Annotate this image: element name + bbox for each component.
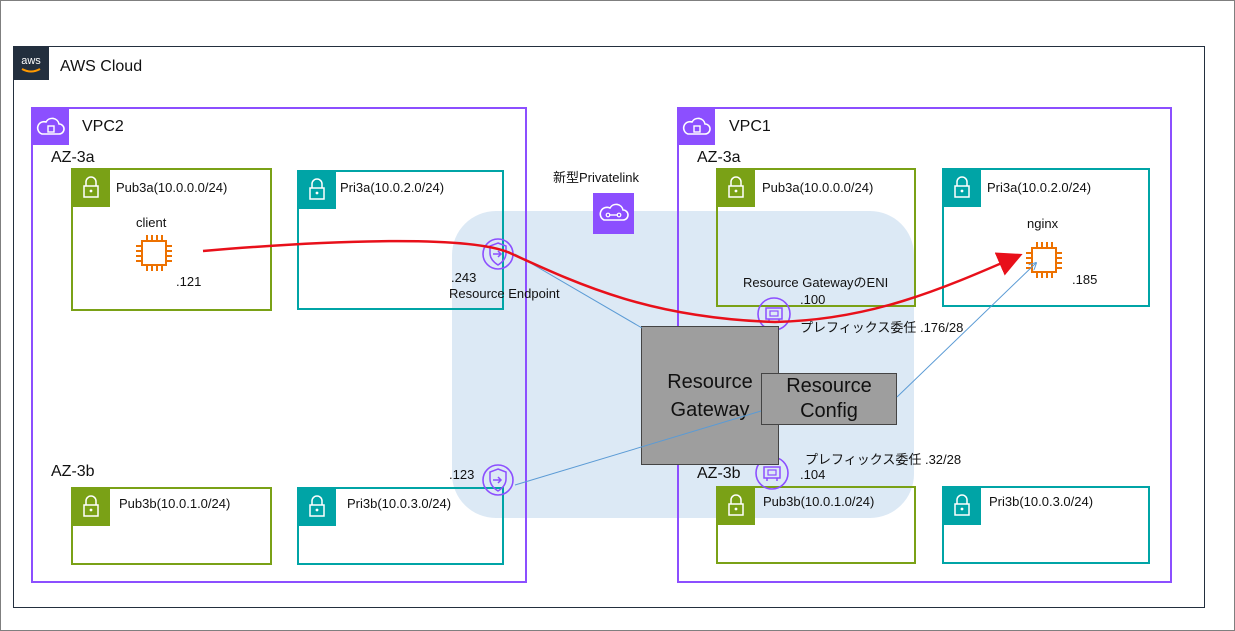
aws-logo: aws bbox=[13, 46, 49, 80]
endpoint-a-to-gateway-line bbox=[514, 253, 643, 329]
endpoint-b-to-config-line bbox=[514, 410, 762, 486]
vpc2-pub3b-subnet bbox=[71, 487, 272, 565]
traffic-flow-arrow bbox=[202, 239, 1023, 324]
vpc2-pri3b-subnet bbox=[297, 487, 504, 565]
vpc1-az-3b-label: AZ-3b bbox=[697, 465, 741, 482]
vpc2-group bbox=[31, 107, 527, 583]
lock-icon bbox=[943, 487, 981, 525]
prefix-delegation-b: プレフィックス委任 .32/28 bbox=[805, 452, 962, 467]
lock-icon bbox=[72, 169, 110, 207]
lock-icon bbox=[298, 488, 336, 526]
privatelink-label: 新型Privatelink bbox=[553, 170, 639, 185]
lock-icon bbox=[72, 488, 110, 526]
vpc1-pri3a-label: Pri3a(10.0.2.0/24) bbox=[987, 180, 1092, 195]
vpc1-az-3a-label: AZ-3a bbox=[697, 149, 741, 166]
svg-text:aws: aws bbox=[21, 55, 41, 67]
ec2-chip-icon bbox=[134, 233, 174, 273]
vpc1-pri3b-subnet bbox=[942, 486, 1150, 564]
vpc1-pub3a-label: Pub3a(10.0.0.0/24) bbox=[762, 180, 874, 195]
endpoint-shield-icon bbox=[481, 463, 515, 497]
ec2-chip-icon bbox=[1024, 240, 1064, 280]
vpc2-title: VPC2 bbox=[82, 118, 124, 135]
nginx-ip: .185 bbox=[1072, 272, 1098, 287]
vpc1-pri3b-label: Pri3b(10.0.3.0/24) bbox=[989, 494, 1094, 509]
vpc2-pri3b-label: Pri3b(10.0.3.0/24) bbox=[347, 496, 452, 511]
vpc-cloud-icon bbox=[33, 109, 69, 145]
resource-gateway-line1: Resource bbox=[667, 370, 753, 393]
vpc2-pub3a-label: Pub3a(10.0.0.0/24) bbox=[116, 180, 228, 195]
endpoint-ip-b: .123 bbox=[449, 467, 475, 482]
eni-ip-a: .100 bbox=[800, 292, 826, 307]
aws-cloud-group bbox=[13, 46, 1205, 608]
vpc2-pub3b-label: Pub3b(10.0.1.0/24) bbox=[119, 496, 231, 511]
lock-icon bbox=[298, 171, 336, 209]
vpc2-pub3a-subnet bbox=[71, 168, 272, 311]
vpc1-pub3b-subnet bbox=[716, 486, 916, 564]
eni-ip-b: .104 bbox=[800, 467, 826, 482]
resource-config-line1: Resource bbox=[786, 375, 872, 397]
lock-icon bbox=[943, 169, 981, 207]
vpc2-az-3b-label: AZ-3b bbox=[51, 463, 95, 480]
config-to-nginx-line bbox=[896, 263, 1036, 398]
nginx-label: nginx bbox=[1027, 216, 1059, 231]
client-label: client bbox=[136, 215, 167, 230]
privatelink-cloud-icon bbox=[593, 193, 634, 234]
vpc-cloud-icon bbox=[679, 109, 715, 145]
endpoint-ip-a: .243 bbox=[451, 270, 477, 285]
vpc1-pri3a-subnet bbox=[942, 168, 1150, 307]
eni-label: Resource GatewayのENI bbox=[743, 275, 889, 290]
resource-gateway-line2: Gateway bbox=[670, 398, 750, 421]
vpc1-pub3b-label: Pub3b(10.0.1.0/24) bbox=[763, 494, 875, 509]
resource-config-line2: Config bbox=[800, 400, 858, 422]
resource-config-box: Resource Config bbox=[761, 373, 897, 425]
client-ip: .121 bbox=[176, 274, 202, 289]
vpc2-pri3a-subnet bbox=[297, 170, 504, 310]
lock-icon bbox=[717, 169, 755, 207]
prefix-delegation-a: プレフィックス委任 .176/28 bbox=[800, 320, 964, 335]
vpc2-az-3a-label: AZ-3a bbox=[51, 149, 95, 166]
vpc2-pri3a-label: Pri3a(10.0.2.0/24) bbox=[340, 180, 445, 195]
vpc1-title: VPC1 bbox=[729, 118, 771, 135]
resource-endpoint-label: Resource Endpoint bbox=[449, 286, 560, 301]
lock-icon bbox=[717, 487, 755, 525]
vpc1-pub3a-subnet bbox=[716, 168, 916, 307]
resource-gateway-box: Resource Gateway bbox=[641, 326, 779, 465]
aws-cloud-title: AWS Cloud bbox=[60, 58, 143, 75]
